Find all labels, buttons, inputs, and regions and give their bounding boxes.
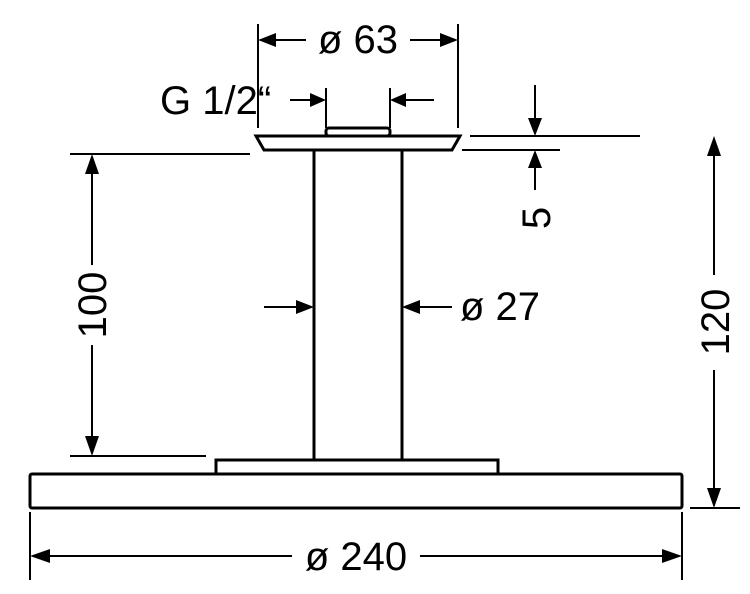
shower-head [28, 472, 684, 510]
ceiling-plate [253, 126, 463, 152]
arm-diameter-dimension: ø 27 [264, 285, 540, 329]
head-diameter-dimension: ø 240 [29, 512, 683, 580]
plate-thickness-dimension: 5 [462, 85, 640, 229]
arm-length-dimension: 100 [70, 153, 250, 457]
thread-dimension: G 1/2“ [160, 79, 434, 128]
arm-base-plate [214, 458, 500, 476]
arm-length-label: 100 [71, 272, 115, 339]
arm-diameter-label: ø 27 [460, 285, 540, 329]
thread-label: G 1/2“ [160, 79, 271, 123]
plate-thickness-label: 5 [515, 207, 559, 229]
head-diameter-label: ø 240 [305, 535, 407, 579]
top-diameter-label: ø 63 [318, 18, 398, 62]
top-diameter-dimension: ø 63 [257, 18, 459, 128]
total-height-dimension: 120 [690, 136, 740, 509]
total-height-label: 120 [694, 289, 738, 356]
shower-arm [312, 148, 404, 462]
